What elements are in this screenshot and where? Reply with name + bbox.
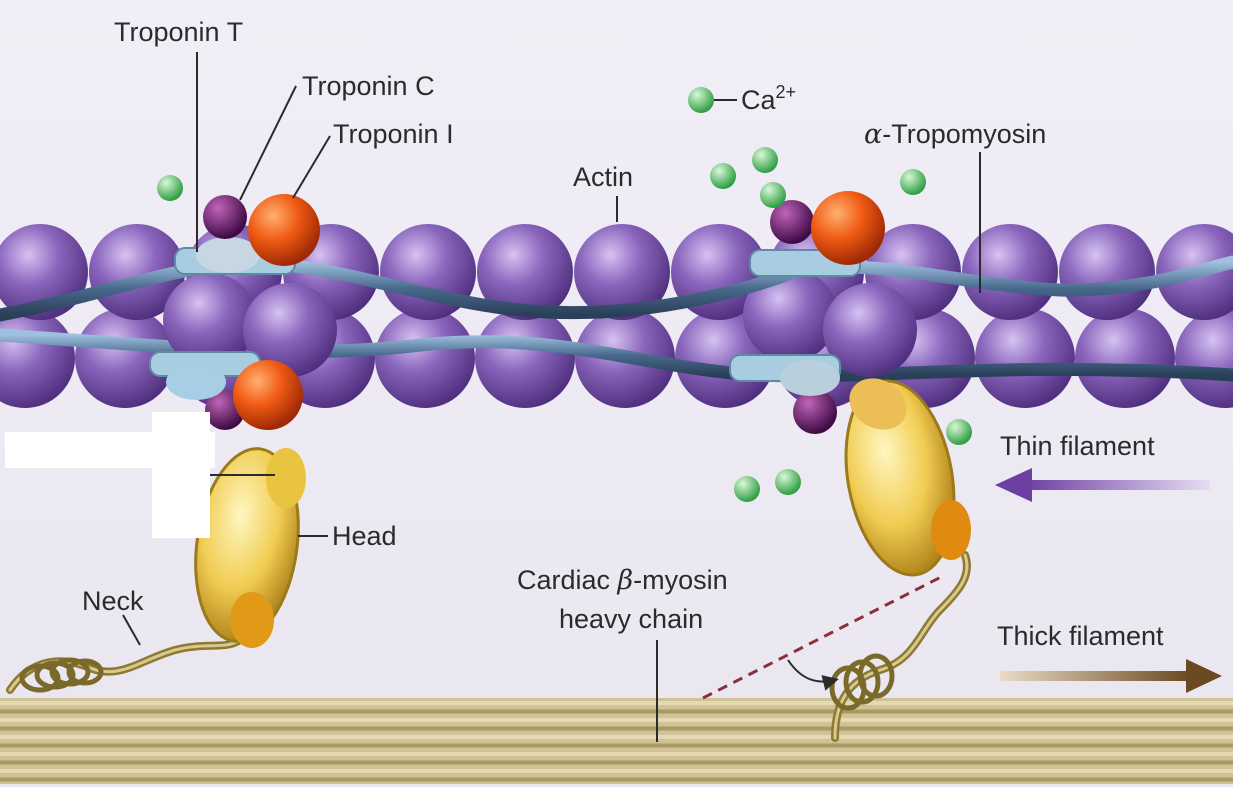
calcium-ion xyxy=(946,419,972,445)
blank-label-box xyxy=(152,412,210,538)
label-troponin-t: Troponin T xyxy=(114,17,243,47)
thick-filament-stripe xyxy=(0,752,1233,756)
label-myosin-heavy-chain-line2: heavy chain xyxy=(559,604,703,634)
label-tropomyosin: α-Tropomyosin xyxy=(864,119,1046,150)
label-troponin-i: Troponin I xyxy=(333,119,454,149)
myosin-head-left-marker-top xyxy=(266,448,306,508)
calcium-ion xyxy=(734,476,760,502)
thick-filament-stripe xyxy=(0,769,1233,773)
tropomyosin-alpha: α xyxy=(864,119,882,150)
thick-filament-stripe xyxy=(0,744,1233,748)
thick-filament-stripe xyxy=(0,718,1233,722)
label-head: Head xyxy=(332,521,397,551)
myosin-cardiac: Cardiac xyxy=(517,565,618,595)
actin-monomer xyxy=(475,308,575,408)
myosin-word: -myosin xyxy=(633,565,728,595)
troponin-i-right xyxy=(811,191,885,265)
troponin-t-marker-right xyxy=(780,360,840,396)
calcium-symbol: Ca xyxy=(741,85,776,115)
actin-monomer xyxy=(1075,308,1175,408)
thick-filament-bundle xyxy=(0,698,1233,784)
label-thin-filament: Thin filament xyxy=(1000,431,1155,461)
actin-monomer xyxy=(975,308,1075,408)
label-myosin-heavy-chain-line1: Cardiac β-myosin xyxy=(517,565,728,596)
actin-monomer xyxy=(962,224,1058,320)
calcium-ion xyxy=(752,147,778,173)
calcium-ion xyxy=(157,175,183,201)
myosin-head-left-marker-bottom xyxy=(230,592,274,648)
label-actin: Actin xyxy=(573,162,633,192)
thick-filament-stripe xyxy=(0,727,1233,731)
troponin-i-left xyxy=(248,194,320,266)
label-thick-filament: Thick filament xyxy=(997,621,1164,651)
tropomyosin-name: -Tropomyosin xyxy=(882,119,1046,149)
troponin-c-left xyxy=(203,195,247,239)
calcium-ion xyxy=(775,469,801,495)
actin-monomer xyxy=(1059,224,1155,320)
thick-filament-stripe xyxy=(0,710,1233,714)
myosin-beta: β xyxy=(617,565,634,596)
label-troponin-c: Troponin C xyxy=(302,71,435,101)
troponin-c-right-bottom xyxy=(793,390,837,434)
actin-monomer xyxy=(375,308,475,408)
troponin-i-left-bottom xyxy=(233,360,303,430)
thick-filament-stripe xyxy=(0,761,1233,765)
calcium-ion xyxy=(900,169,926,195)
thick-filament-stripe xyxy=(0,735,1233,739)
myosin-head-right-marker-bottom xyxy=(931,500,971,560)
thick-filament-stripe xyxy=(0,701,1233,705)
calcium-ion xyxy=(688,87,714,113)
thick-filament-stripe xyxy=(0,778,1233,782)
calcium-ion xyxy=(760,182,786,208)
label-neck: Neck xyxy=(82,586,144,616)
calcium-ion xyxy=(710,163,736,189)
troponin-t-marker-left-bottom xyxy=(166,364,226,400)
calcium-charge: 2+ xyxy=(776,82,797,102)
